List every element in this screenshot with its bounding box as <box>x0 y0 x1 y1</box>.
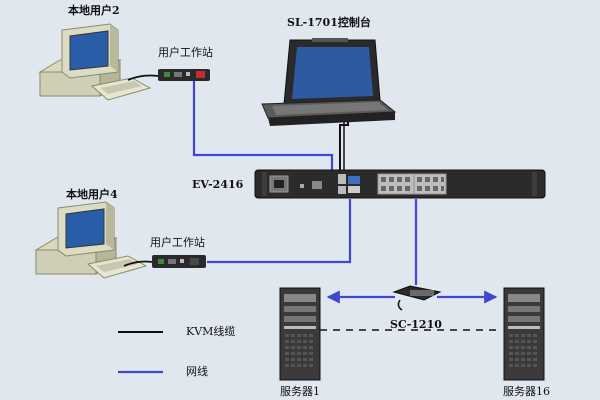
server-1-device <box>279 287 321 381</box>
server-16-device <box>503 287 545 381</box>
local-user-2-computer <box>38 23 152 101</box>
network-cable-workstation-top <box>192 80 334 172</box>
legend-network-label: 网线 <box>186 365 208 378</box>
label-local-user-2: 本地用户2 <box>68 4 120 17</box>
label-console: SL-1701控制台 <box>287 16 371 29</box>
console-device <box>261 38 397 126</box>
label-adapter: SC-1210 <box>390 318 442 331</box>
switch-device <box>254 169 546 199</box>
kvm-cable-user-4 <box>123 260 153 267</box>
adapter-device <box>392 285 442 311</box>
workstation-module-bottom <box>152 255 206 268</box>
label-server-16: 服务器16 <box>503 385 550 398</box>
label-switch: EV-2416 <box>192 178 244 191</box>
label-local-user-4: 本地用户4 <box>66 188 118 201</box>
workstation-module-top <box>158 69 210 81</box>
kvm-cable-user-2 <box>127 74 159 81</box>
network-cables <box>192 80 498 304</box>
label-workstation-top: 用户工作站 <box>158 46 213 59</box>
label-workstation-bottom: 用户工作站 <box>150 236 205 249</box>
network-cable-workstation-bottom <box>207 199 352 264</box>
legend-kvm-label: KVM线缆 <box>186 325 236 338</box>
local-user-4-computer <box>34 201 148 279</box>
label-server-1: 服务器1 <box>280 385 320 398</box>
